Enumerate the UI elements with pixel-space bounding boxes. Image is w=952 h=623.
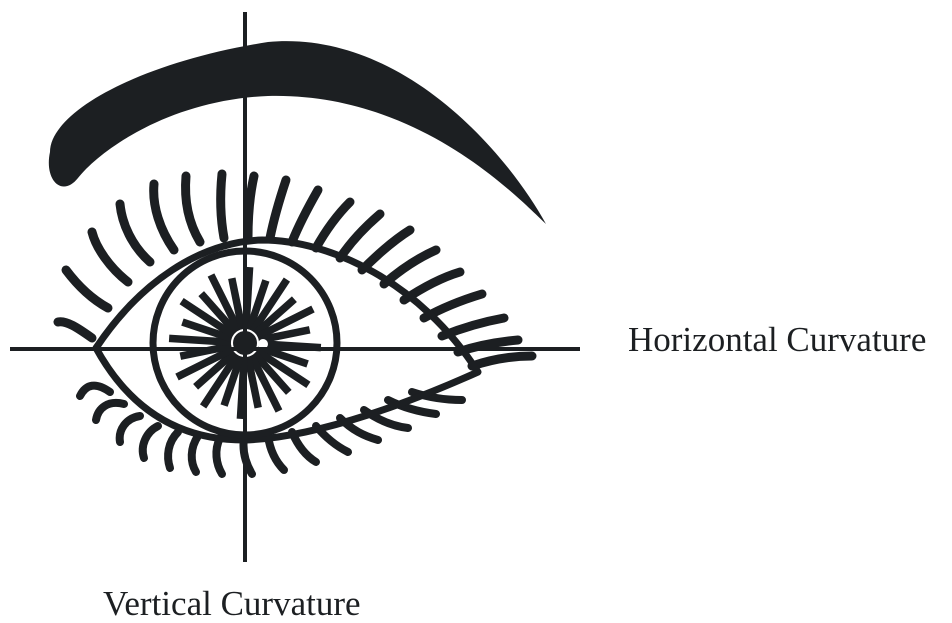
horizontal-curvature-label: Horizontal Curvature: [628, 322, 926, 357]
vertical-curvature-label: Vertical Curvature: [103, 586, 361, 621]
upper-eyelashes: [58, 174, 532, 366]
eyebrow-icon: [49, 41, 546, 224]
